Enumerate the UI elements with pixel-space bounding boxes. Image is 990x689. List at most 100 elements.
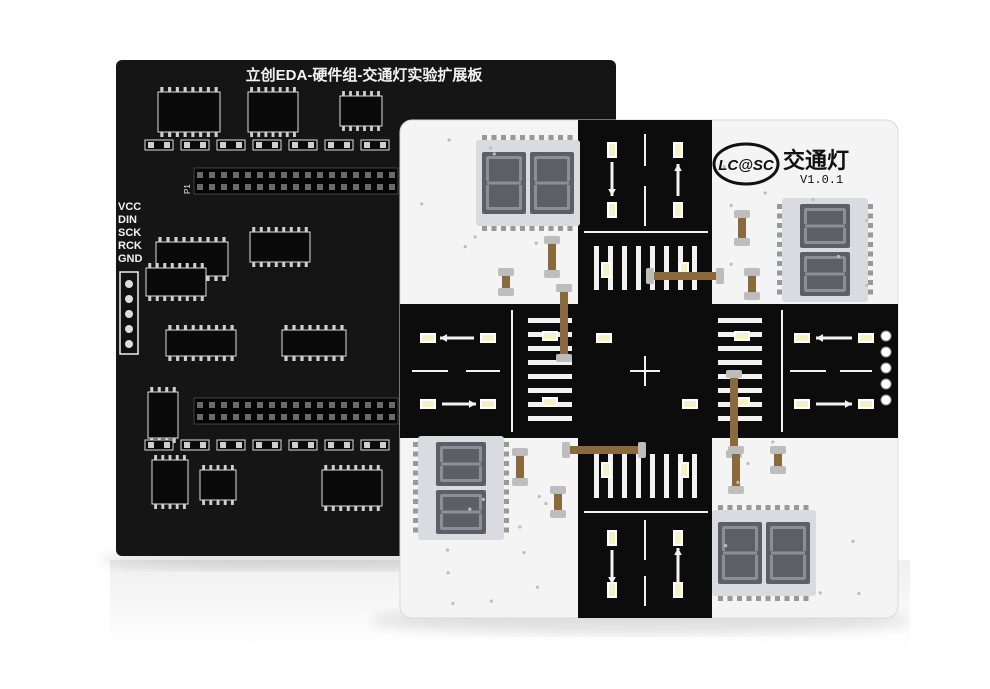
road-markings bbox=[412, 134, 872, 606]
pin-labels: VCC DIN SCK RCK GND bbox=[118, 201, 143, 265]
resistor bbox=[544, 236, 560, 278]
ic-chip bbox=[321, 465, 383, 511]
crosswalk-stripe bbox=[528, 318, 572, 323]
via bbox=[492, 152, 496, 156]
seven-segment-display bbox=[476, 135, 580, 231]
crosswalk-stripe bbox=[636, 246, 641, 290]
ic-chip bbox=[147, 387, 179, 443]
led bbox=[734, 397, 750, 407]
crosswalk-stripe bbox=[664, 454, 669, 498]
via bbox=[865, 218, 869, 223]
crosswalk-stripe bbox=[622, 246, 627, 290]
arrow-icon bbox=[608, 550, 616, 584]
led bbox=[794, 399, 810, 409]
led bbox=[679, 262, 689, 278]
ic-chip bbox=[339, 91, 383, 131]
crosswalk-stripe bbox=[718, 388, 762, 393]
crosswalk-stripe bbox=[528, 346, 572, 351]
pin-label: SCK bbox=[118, 227, 141, 239]
led bbox=[673, 530, 683, 546]
led bbox=[420, 399, 436, 409]
led bbox=[673, 202, 683, 218]
pin-label: VCC bbox=[118, 201, 141, 213]
edge-pin-pads bbox=[880, 330, 892, 406]
led bbox=[420, 333, 436, 343]
seven-segment-display bbox=[777, 198, 873, 302]
ic-chip bbox=[249, 227, 311, 267]
crosswalk-stripe bbox=[528, 374, 572, 379]
led bbox=[542, 397, 558, 407]
side-pin-strip bbox=[119, 271, 139, 355]
led bbox=[679, 462, 689, 478]
via bbox=[746, 461, 750, 466]
pin-headers bbox=[193, 167, 399, 425]
ic-chip bbox=[165, 325, 237, 361]
crosswalk-stripe bbox=[622, 454, 627, 498]
smd-pair bbox=[216, 439, 246, 451]
led bbox=[673, 582, 683, 598]
via bbox=[811, 197, 815, 202]
via bbox=[851, 539, 855, 543]
resistor bbox=[646, 268, 724, 284]
arrow-icon bbox=[674, 164, 682, 196]
smd-pair bbox=[144, 439, 174, 451]
crosswalk-stripe bbox=[650, 454, 655, 498]
ic-chip bbox=[281, 325, 347, 361]
ic-chip bbox=[157, 87, 221, 137]
led bbox=[607, 142, 617, 158]
resistor bbox=[498, 268, 514, 296]
resistor bbox=[728, 446, 744, 494]
resistors bbox=[498, 210, 786, 518]
smd-pair bbox=[360, 439, 390, 451]
via bbox=[518, 525, 522, 529]
led bbox=[734, 331, 750, 341]
resistor bbox=[512, 448, 528, 486]
via bbox=[489, 599, 494, 603]
led bbox=[480, 399, 496, 409]
logo-text: LC@SC bbox=[718, 157, 775, 174]
arrow-icon bbox=[674, 548, 682, 584]
smd-pair bbox=[252, 439, 282, 451]
ic-chip bbox=[145, 263, 207, 301]
via bbox=[420, 202, 424, 206]
crosshair-icon bbox=[630, 356, 660, 386]
led bbox=[607, 202, 617, 218]
crosswalk-stripe bbox=[718, 416, 762, 421]
via bbox=[544, 501, 548, 506]
back-board-components bbox=[144, 87, 390, 511]
via bbox=[481, 497, 486, 502]
logo: LC@SC bbox=[712, 142, 780, 186]
led bbox=[542, 331, 558, 341]
vias bbox=[420, 138, 869, 606]
via bbox=[451, 601, 455, 606]
via bbox=[763, 191, 767, 195]
crosswalk-stripe bbox=[594, 246, 599, 290]
ic-chip bbox=[151, 455, 189, 509]
pin-label: GND bbox=[118, 253, 143, 265]
led bbox=[682, 399, 698, 409]
crosswalk-stripe bbox=[692, 454, 697, 498]
smd-pair bbox=[288, 439, 318, 451]
via bbox=[445, 548, 450, 552]
smd-pair bbox=[216, 139, 246, 151]
seven-segment-display bbox=[712, 505, 816, 601]
pin-header bbox=[193, 167, 399, 195]
led bbox=[601, 462, 611, 478]
seven-segment-displays bbox=[413, 135, 873, 601]
via bbox=[724, 544, 728, 548]
led bbox=[794, 333, 810, 343]
via bbox=[537, 494, 541, 499]
via bbox=[864, 283, 869, 287]
smd-pair bbox=[360, 139, 390, 151]
smd-pair bbox=[144, 139, 174, 151]
crosswalk-stripe bbox=[692, 246, 697, 290]
arrow-icon bbox=[816, 334, 852, 342]
resistor bbox=[744, 268, 760, 300]
via bbox=[818, 591, 822, 595]
resistor bbox=[734, 210, 750, 246]
via bbox=[463, 245, 467, 249]
front-board-title: 交通灯 bbox=[783, 148, 849, 174]
connector-label: P1 bbox=[183, 184, 192, 194]
pin-label: RCK bbox=[118, 240, 142, 252]
